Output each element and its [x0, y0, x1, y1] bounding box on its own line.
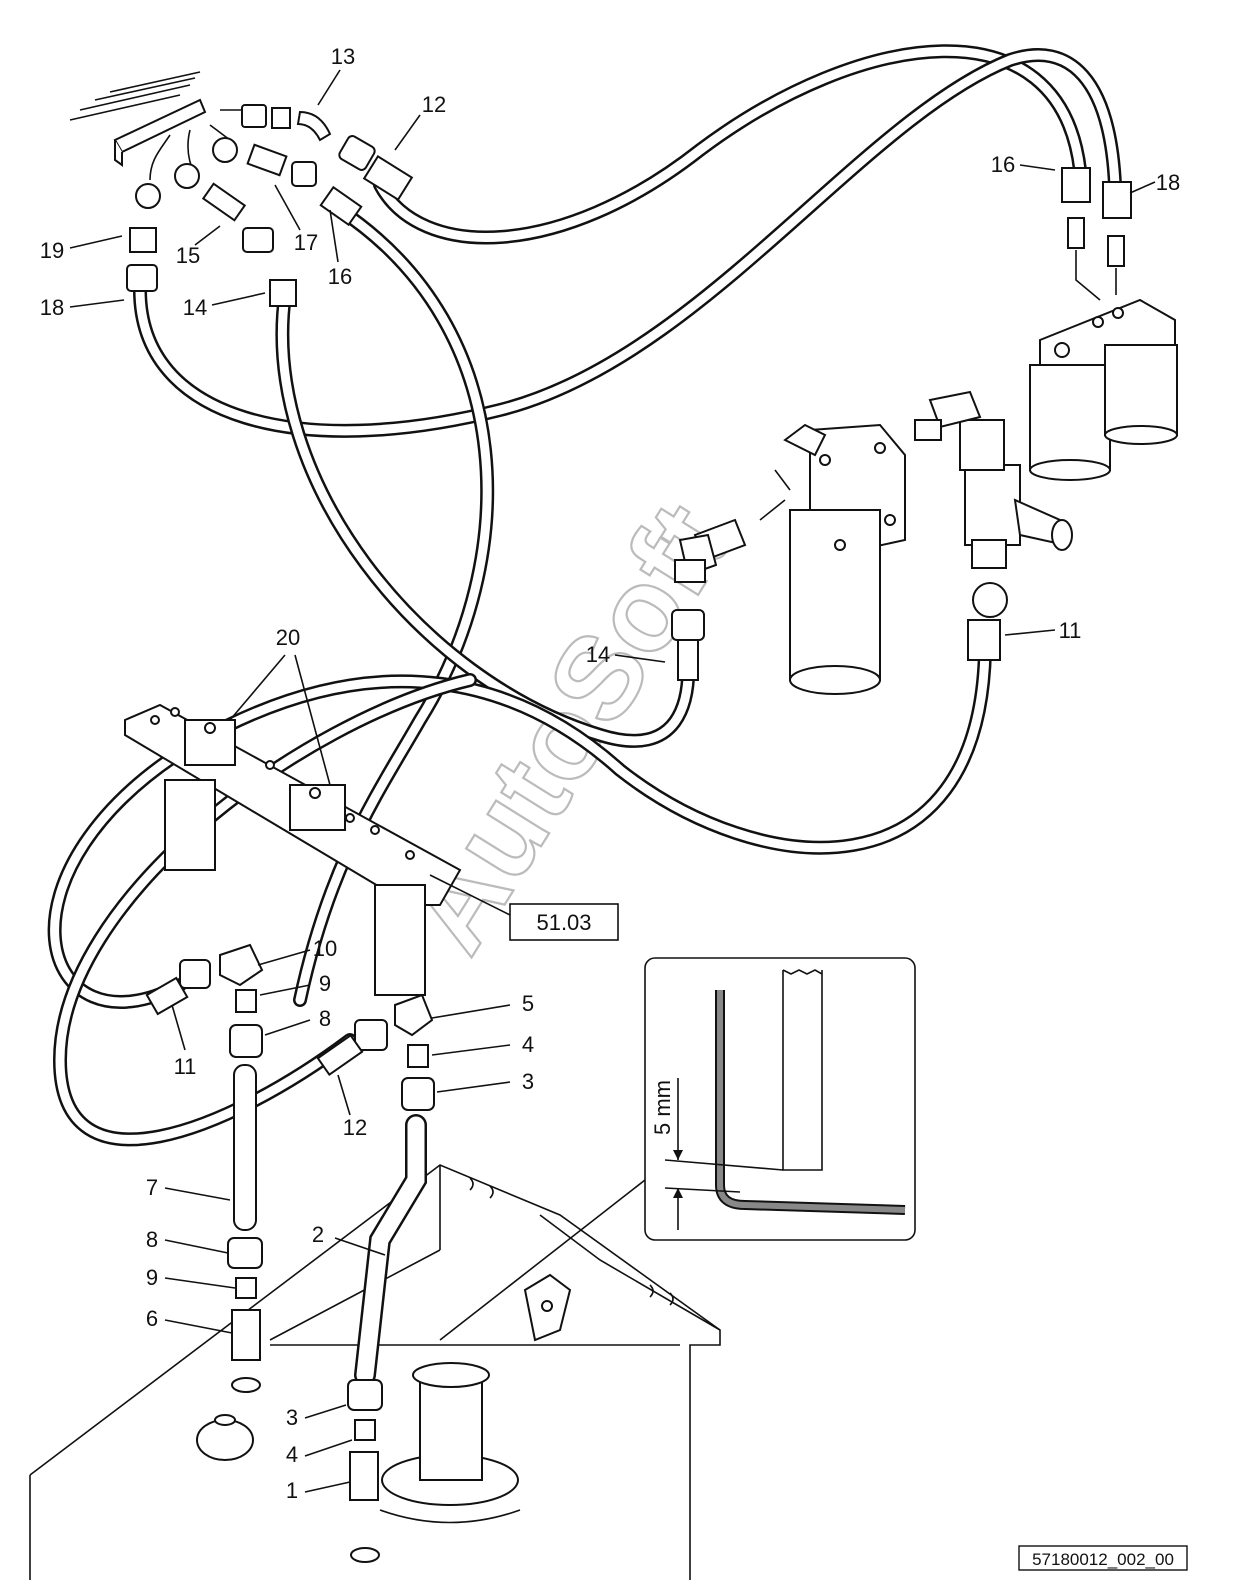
fitting-4-upper — [407, 1044, 429, 1068]
callout-19: 19 — [40, 238, 64, 263]
fitting-9-lower — [235, 1277, 257, 1299]
leader-lines — [69, 69, 1156, 1493]
manifold-block — [69, 71, 245, 181]
callout-5: 5 — [522, 991, 534, 1016]
callout-20: 20 — [276, 625, 300, 650]
fitting-15 — [201, 182, 247, 222]
hose-bracket — [124, 703, 462, 996]
callout-17: 17 — [294, 230, 318, 255]
hose-18-upper — [133, 48, 1122, 438]
fitting-6 — [231, 1309, 261, 1361]
callout-18-right: 18 — [1156, 170, 1180, 195]
callout-9-upper: 9 — [319, 971, 331, 996]
fitting-5 — [316, 993, 434, 1077]
elbow-fitting — [674, 518, 747, 583]
callout-8-upper: 8 — [319, 1006, 331, 1031]
callout-14-top: 14 — [183, 295, 207, 320]
fitting-16-end — [291, 161, 363, 227]
valve-block — [914, 390, 1073, 618]
callout-11-lower: 11 — [174, 1054, 197, 1079]
callout-16-top: 16 — [328, 264, 352, 289]
nut-8-upper — [229, 1024, 263, 1058]
fitting-11-right-end — [967, 619, 1001, 661]
callout-6: 6 — [146, 1306, 158, 1331]
fittings-16-18-right — [1061, 167, 1132, 301]
callout-1: 1 — [286, 1478, 298, 1503]
drawing-number-box: 57180012_002_00 — [1018, 1545, 1188, 1571]
callout-3-upper: 3 — [522, 1069, 534, 1094]
hose-12-upper — [373, 44, 1087, 245]
dual-filter — [1029, 298, 1178, 481]
callout-4-upper: 4 — [522, 1032, 534, 1057]
pressure-filter — [759, 423, 906, 695]
nut-3-lower — [347, 1379, 383, 1411]
callout-11-right: 11 — [1059, 618, 1082, 643]
callout-12-top: 12 — [422, 92, 446, 117]
callout-4-lower: 4 — [286, 1442, 298, 1467]
nuts-top — [135, 137, 238, 209]
hydraulic-tank — [29, 1164, 721, 1580]
hose-12-lower — [52, 673, 477, 1147]
pipe-7 — [233, 1064, 257, 1231]
fitting-19 — [126, 227, 158, 292]
callout-2: 2 — [312, 1222, 324, 1247]
callout-10: 10 — [313, 936, 337, 961]
fitting-12-end — [338, 135, 414, 202]
nut-8-lower — [227, 1237, 263, 1269]
callout-8-lower: 8 — [146, 1227, 158, 1252]
callout-12-lower: 12 — [343, 1115, 367, 1140]
detail-inset: 5 mm — [439, 957, 916, 1341]
pipe-2 — [354, 1114, 427, 1386]
callout-7: 7 — [146, 1175, 158, 1200]
dimension-5mm: 5 mm — [650, 1080, 675, 1135]
hose-14 — [275, 288, 696, 748]
drawing-number: 57180012_002_00 — [1032, 1550, 1174, 1569]
fitting-13 — [241, 104, 332, 142]
fitting-9-upper — [235, 989, 257, 1013]
callout-18-left: 18 — [40, 295, 64, 320]
callouts: 13 12 16 18 19 15 17 16 18 14 14 11 20 1… — [40, 44, 1180, 1503]
callout-3-lower: 3 — [286, 1405, 298, 1430]
nut-3-upper — [401, 1077, 435, 1111]
ref-label-51-03: 51.03 — [536, 910, 591, 935]
callout-13: 13 — [331, 44, 355, 69]
fitting-17 — [246, 143, 288, 177]
fitting-1 — [349, 1451, 379, 1501]
callout-9-lower: 9 — [146, 1265, 158, 1290]
fitting-14-end — [242, 227, 297, 307]
callout-14-right: 14 — [586, 642, 610, 667]
callout-15: 15 — [176, 243, 200, 268]
ref-box-51-03: 51.03 — [429, 874, 619, 941]
fitting-4-lower — [354, 1419, 376, 1441]
callout-16-right: 16 — [991, 152, 1015, 177]
fitting-14-right-end — [671, 609, 705, 681]
